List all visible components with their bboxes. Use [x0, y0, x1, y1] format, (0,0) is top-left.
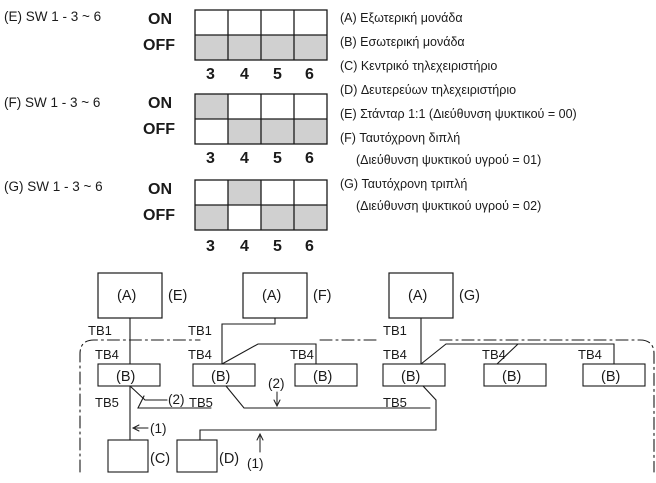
- dip-cell: [228, 119, 327, 144]
- legend-item: (F) Ταυτόχρονη διπλή: [340, 131, 460, 145]
- wire-1-label: (1): [150, 421, 167, 436]
- tb4-label: TB4: [578, 347, 602, 362]
- indoor-unit: [192, 363, 256, 387]
- tb4-label: TB4: [290, 347, 314, 362]
- switch-number: 5: [273, 150, 282, 167]
- outdoor-unit-e: [97, 272, 163, 319]
- switch-number: 5: [273, 66, 282, 83]
- indoor-unit: [483, 363, 547, 387]
- wire-2-label: (2): [268, 376, 285, 391]
- tb5-label: TB5: [95, 395, 119, 410]
- switch-label-f: (F) SW 1 - 3 ~ 6: [4, 95, 100, 110]
- remote-d-label: (D): [219, 451, 239, 467]
- tb1-label: TB1: [383, 323, 407, 338]
- legend-item: (Διεύθυνση ψυκτικού υγρού = 01): [356, 153, 541, 167]
- on-label: ON: [148, 11, 172, 28]
- legend-item: (G) Ταυτόχρονη τριπλή: [340, 177, 467, 191]
- switch-number: 4: [240, 66, 249, 83]
- dip-cell: [195, 205, 228, 230]
- tb1-label: TB1: [88, 323, 112, 338]
- indoor-unit-label: (B): [313, 369, 332, 385]
- switch-block-f: (F) SW 1 - 3 ~ 6 ON OFF 3 4 5 6: [4, 93, 328, 167]
- dip-switch-grid: [194, 93, 328, 145]
- indoor-unit: [382, 363, 446, 387]
- indoor-unit: [97, 363, 161, 387]
- dip-cell: [195, 94, 228, 119]
- off-label: OFF: [143, 207, 175, 224]
- tb4-label: TB4: [188, 347, 212, 362]
- indoor-unit-label: (B): [116, 369, 135, 385]
- indoor-unit-label: (B): [211, 369, 230, 385]
- switch-number: 6: [305, 66, 314, 83]
- wire-1-label: (1): [247, 456, 264, 471]
- tb5-label: TB5: [383, 395, 407, 410]
- switch-number: 3: [206, 66, 215, 83]
- switch-label-e: (E) SW 1 - 3 ~ 6: [4, 9, 101, 24]
- tb4-label: TB4: [383, 347, 407, 362]
- switch-number: 3: [206, 150, 215, 167]
- switch-number: 4: [240, 238, 249, 255]
- switch-block-g: (G) SW 1 - 3 ~ 6 ON OFF 3 4 5 6: [4, 179, 328, 255]
- switch-number: 6: [305, 150, 314, 167]
- outdoor-unit-label: (A): [262, 288, 281, 304]
- off-label: OFF: [143, 121, 175, 138]
- switch-number: 4: [240, 150, 249, 167]
- tb5-label: TB5: [189, 395, 213, 410]
- legend-item: (Διεύθυνση ψυκτικού υγρού = 02): [356, 199, 541, 213]
- system-e-label: (E): [168, 288, 187, 304]
- boundary-line: [79, 339, 201, 473]
- off-label: OFF: [143, 37, 175, 54]
- indoor-unit-label: (B): [502, 369, 521, 385]
- switch-number: 3: [206, 238, 215, 255]
- on-label: ON: [148, 181, 172, 198]
- tb4-label: TB4: [95, 347, 119, 362]
- remote-c-label: (C): [150, 451, 170, 467]
- dip-switch-grid: [194, 179, 328, 231]
- legend-item: (D) Δευτερεύων τηλεχειριστήριο: [340, 83, 516, 97]
- legend-item: (E) Στάνταρ 1:1 (Διεύθυνση ψυκτικού = 00…: [340, 107, 577, 121]
- tb1-label: TB1: [188, 323, 212, 338]
- outdoor-unit-label: (A): [408, 288, 427, 304]
- switch-block-e: (E) SW 1 - 3 ~ 6 ON OFF 3 4 5 6: [4, 9, 328, 83]
- remote-controller-d: [176, 439, 218, 473]
- switch-number: 6: [305, 238, 314, 255]
- system-f-label: (F): [313, 288, 332, 304]
- indoor-unit-label: (B): [601, 369, 620, 385]
- legend-item: (C) Κεντρικό τηλεχειριστήριο: [340, 59, 497, 73]
- wiring-diagram: (A) (E) (A) (F) (A) (G) TB1 TB1 TB1 TB4 …: [79, 272, 655, 473]
- outdoor-unit-f: [242, 272, 308, 319]
- dip-cell: [228, 180, 261, 205]
- outdoor-unit-label: (A): [117, 288, 136, 304]
- switch-label-g: (G) SW 1 - 3 ~ 6: [4, 179, 103, 194]
- switch-number: 5: [273, 238, 282, 255]
- legend-item: (B) Εσωτερική μονάδα: [340, 35, 465, 49]
- on-label: ON: [148, 95, 172, 112]
- tb4-label: TB4: [482, 347, 506, 362]
- indoor-unit-label: (B): [401, 369, 420, 385]
- wire-2-label: (2): [168, 392, 185, 407]
- indoor-unit: [294, 363, 358, 387]
- system-g-label: (G): [459, 288, 480, 304]
- indoor-unit: [582, 363, 646, 387]
- outdoor-unit-g: [388, 272, 454, 319]
- dip-switch-grid: [194, 9, 328, 61]
- legend-item: (A) Εξωτερική μονάδα: [340, 11, 463, 25]
- remote-controller-c: [107, 439, 149, 473]
- legend: (A) Εξωτερική μονάδα (B) Εσωτερική μονάδ…: [340, 11, 577, 213]
